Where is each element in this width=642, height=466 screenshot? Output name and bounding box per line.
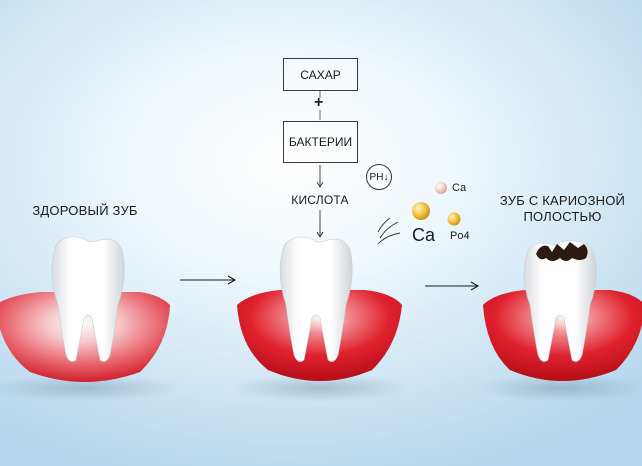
cavity-title-line1: ЗУБ С КАРИОЗНОЙ [499, 193, 626, 208]
calcium-large-ball [412, 202, 430, 220]
cavity-title-line2: ПОЛОСТЬЮ [523, 209, 602, 225]
phosphate-ball [447, 212, 461, 226]
calcium-large-label: Ca [412, 225, 436, 245]
acid-gum [237, 290, 402, 381]
healthy-tooth [0, 236, 180, 402]
acid-tooth-body [279, 236, 353, 362]
bacteria-box: БАКТЕРИИ [283, 121, 358, 163]
arrow-acid-to-cavity [425, 281, 480, 291]
calcium-small-ball [435, 182, 447, 194]
sugar-box: САХАР [283, 58, 358, 91]
cavity-tooth-title: ЗУБ С КАРИОЗНОЙ ПОЛОСТЬЮ [490, 193, 635, 226]
healthy-tooth-title: ЗДОРОВЫЙ ЗУБ [32, 203, 138, 218]
healthy-tooth-body [51, 236, 125, 362]
ph-label: PH [369, 171, 384, 183]
calcium-small-label: Ca [452, 182, 467, 194]
bacteria-label: БАКТЕРИИ [288, 135, 353, 149]
arrow-healthy-to-acid [180, 275, 237, 285]
arrow-bacteria-to-acid [316, 165, 324, 188]
phosphate-label: Po4 [450, 230, 470, 242]
cavity-tooth [475, 240, 642, 402]
ph-down-arrow-icon: ↓ [383, 171, 389, 183]
arrow-acid-to-tooth [316, 210, 324, 238]
ph-badge: PH↓ [366, 164, 392, 190]
sugar-label: САХАР [300, 67, 341, 82]
mineral-release-lines [377, 217, 401, 245]
acid-label: КИСЛОТА [291, 193, 349, 207]
healthy-gum [0, 292, 170, 382]
cavity-gum [483, 290, 642, 381]
cavity-decay [536, 242, 588, 261]
plus-sign: + [314, 94, 324, 111]
acid-tooth [230, 236, 410, 402]
